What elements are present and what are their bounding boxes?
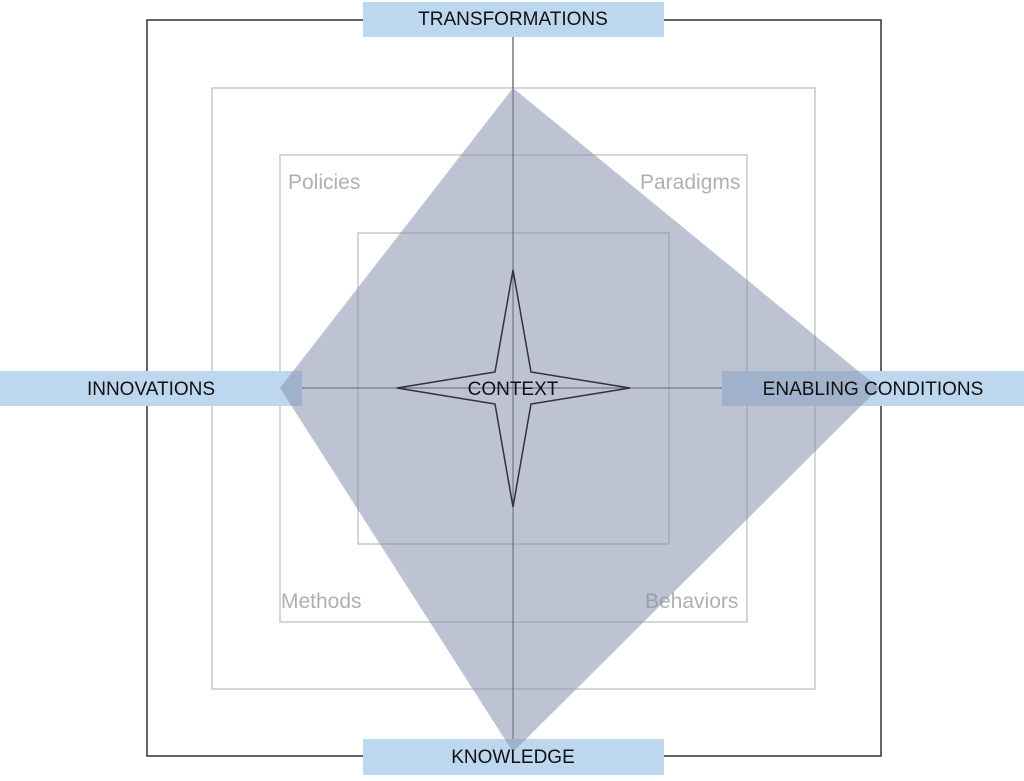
- center-star-shape: [396, 269, 631, 508]
- axis-label-left: INNOVATIONS: [87, 379, 215, 400]
- center-label: CONTEXT: [468, 379, 559, 400]
- axis-label-bottom: KNOWLEDGE: [451, 747, 575, 768]
- quadrant-label-paradigms: Paradigms: [640, 171, 740, 194]
- quadrant-label-methods: Methods: [281, 590, 362, 613]
- axis-label-top: TRANSFORMATIONS: [418, 9, 608, 30]
- quadrant-label-policies: Policies: [288, 171, 360, 194]
- axis-label-right: ENABLING CONDITIONS: [763, 379, 984, 400]
- assessment-diamond: [280, 88, 879, 752]
- label-band-top: [363, 2, 664, 37]
- label-band-left: [0, 371, 302, 406]
